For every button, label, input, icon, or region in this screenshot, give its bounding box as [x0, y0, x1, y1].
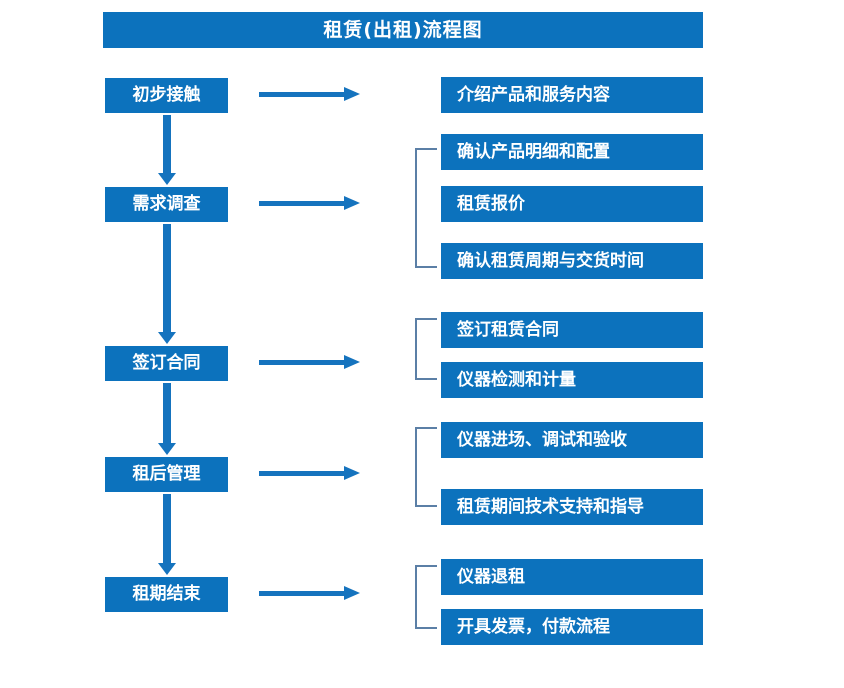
arrow-right-head-3 [344, 355, 360, 369]
stage-label-5: 租期结束 [132, 584, 201, 604]
detail-box-9[interactable]: 仪器退租 [441, 559, 703, 595]
detail-box-1[interactable]: 介绍产品和服务内容 [441, 77, 703, 113]
arrow-down-icon-2 [158, 224, 176, 344]
arrow-right-shaft-2 [259, 201, 347, 206]
chart-title-text: 租赁(出租)流程图 [323, 18, 483, 41]
arrow-down-icon-4 [158, 494, 176, 575]
chart-title-bar: 租赁(出租)流程图 [103, 12, 703, 48]
arrow-down-icon-1 [158, 115, 176, 185]
detail-label-2: 确认产品明细和配置 [457, 141, 610, 162]
detail-box-2[interactable]: 确认产品明细和配置 [441, 134, 703, 170]
detail-label-8: 租赁期间技术支持和指导 [457, 496, 644, 517]
detail-label-3: 租赁报价 [457, 193, 525, 214]
group-bracket-icon-1 [415, 148, 437, 268]
arrow-down-shaft-1 [163, 115, 171, 173]
arrow-right-icon-5 [259, 585, 362, 603]
stage-box-1[interactable]: 初步接触 [105, 78, 228, 113]
group-bracket-icon-2 [415, 318, 437, 380]
arrow-down-head-2 [158, 332, 176, 344]
detail-box-4[interactable]: 确认租赁周期与交货时间 [441, 243, 703, 279]
detail-box-10[interactable]: 开具发票，付款流程 [441, 609, 703, 645]
arrow-right-shaft-4 [259, 471, 347, 476]
arrow-right-head-1 [344, 87, 360, 101]
arrow-down-shaft-2 [163, 224, 171, 332]
arrow-right-icon-2 [259, 195, 362, 213]
arrow-right-head-4 [344, 466, 360, 480]
detail-box-8[interactable]: 租赁期间技术支持和指导 [441, 489, 703, 525]
arrow-right-head-5 [344, 586, 360, 600]
arrow-down-head-3 [158, 443, 176, 455]
arrow-right-icon-3 [259, 354, 362, 372]
arrow-right-shaft-1 [259, 92, 347, 97]
stage-box-2[interactable]: 需求调查 [105, 187, 228, 222]
detail-label-9: 仪器退租 [457, 566, 525, 587]
arrow-down-head-4 [158, 563, 176, 575]
stage-label-4: 租后管理 [132, 464, 201, 484]
group-bracket-icon-4 [415, 565, 437, 629]
detail-label-4: 确认租赁周期与交货时间 [457, 250, 644, 271]
detail-label-7: 仪器进场、调试和验收 [457, 429, 627, 450]
detail-label-5: 签订租赁合同 [457, 319, 559, 340]
arrow-down-shaft-3 [163, 383, 171, 443]
group-bracket-icon-3 [415, 427, 437, 507]
detail-box-7[interactable]: 仪器进场、调试和验收 [441, 422, 703, 458]
stage-label-1: 初步接触 [132, 85, 201, 105]
arrow-down-shaft-4 [163, 494, 171, 563]
arrow-right-head-2 [344, 196, 360, 210]
stage-box-4[interactable]: 租后管理 [105, 457, 228, 492]
detail-box-5[interactable]: 签订租赁合同 [441, 312, 703, 348]
arrow-right-icon-4 [259, 465, 362, 483]
detail-label-6: 仪器检测和计量 [457, 369, 576, 390]
detail-box-6[interactable]: 仪器检测和计量 [441, 362, 703, 398]
detail-box-3[interactable]: 租赁报价 [441, 186, 703, 222]
arrow-right-shaft-3 [259, 360, 347, 365]
arrow-down-icon-3 [158, 383, 176, 455]
arrow-right-shaft-5 [259, 591, 347, 596]
stage-box-5[interactable]: 租期结束 [105, 577, 228, 612]
stage-label-3: 签订合同 [132, 353, 201, 373]
stage-box-3[interactable]: 签订合同 [105, 346, 228, 381]
arrow-down-head-1 [158, 173, 176, 185]
detail-label-1: 介绍产品和服务内容 [457, 84, 610, 105]
stage-label-2: 需求调查 [132, 194, 201, 214]
detail-label-10: 开具发票，付款流程 [457, 616, 610, 637]
arrow-right-icon-1 [259, 86, 362, 104]
